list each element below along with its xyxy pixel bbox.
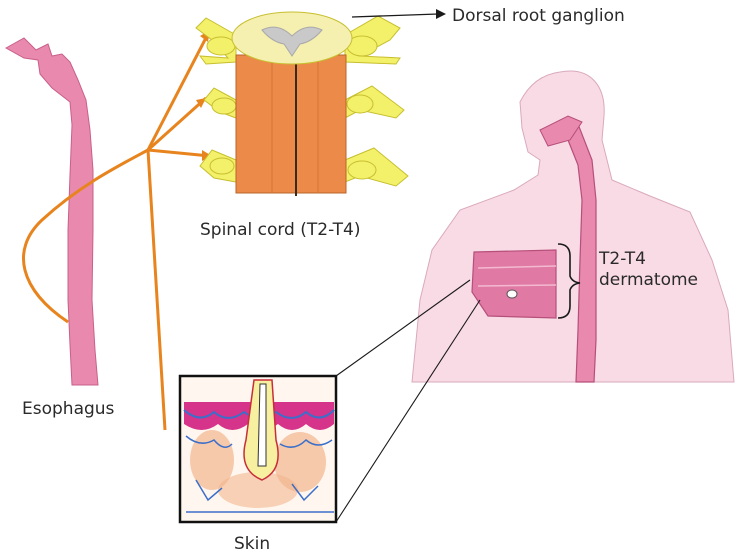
esophagus-label: Esophagus [22, 399, 115, 419]
human-body-illustration [411, 70, 735, 383]
dorsal-root-ganglion-label: Dorsal root ganglion [452, 6, 625, 26]
nerve-pathways [22, 29, 212, 431]
dermatome-label-line2: dermatome [599, 270, 699, 290]
dermatome-label-line1: T2-T4 [599, 249, 646, 269]
dermatome-label: T2-T4 dermatome [599, 249, 698, 291]
spinal-cord-label: Spinal cord (T2-T4) [200, 220, 361, 240]
spinal-cord-illustration [195, 11, 409, 196]
dorsal-root-ganglion-pointer [351, 9, 446, 19]
skin-inset-connectors [335, 279, 481, 523]
dermatome-brace [557, 243, 581, 319]
skin-label: Skin [234, 534, 271, 554]
esophagus-illustration [4, 37, 99, 386]
skin-inset [178, 374, 338, 524]
